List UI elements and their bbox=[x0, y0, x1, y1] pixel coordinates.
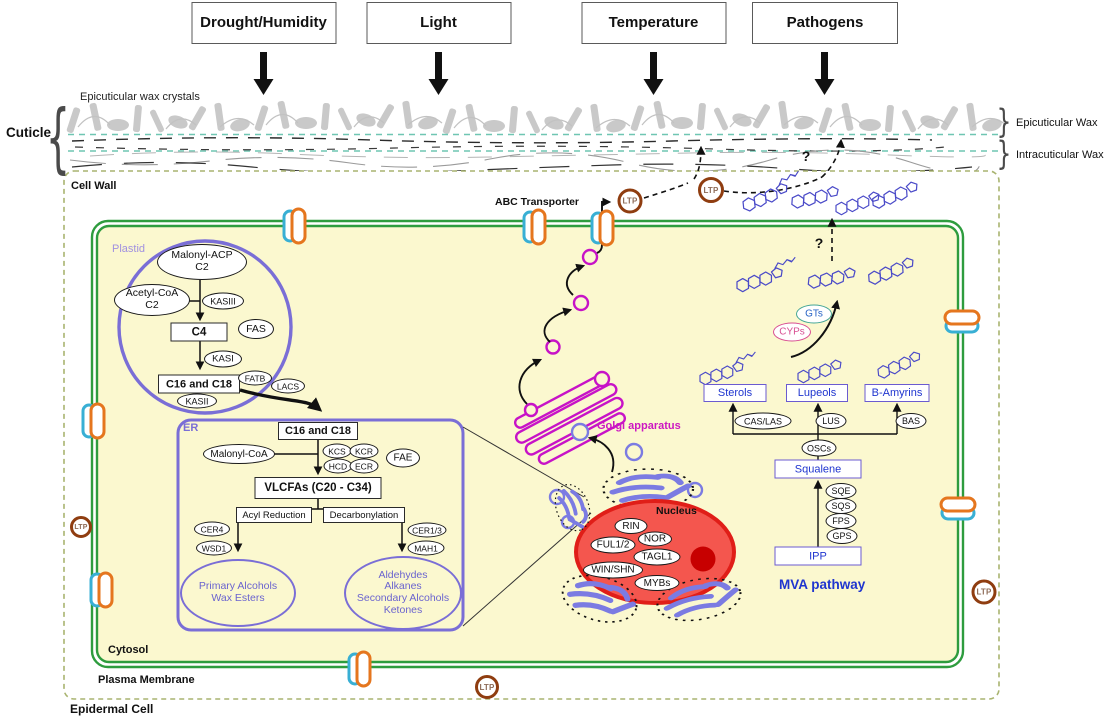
epicuticular-brace: } bbox=[996, 101, 1012, 141]
enzyme-cyps: CYPs bbox=[773, 322, 811, 342]
branch-acyl-reduction: Acyl Reduction bbox=[236, 507, 312, 523]
enzyme-hcd: HCD bbox=[323, 458, 353, 474]
enzyme-kcr: KCR bbox=[349, 443, 379, 459]
enzyme-kasi: KASI bbox=[204, 350, 242, 368]
node-malonyl-coa: Malonyl-CoA bbox=[203, 444, 275, 464]
plastid-arrows bbox=[188, 280, 205, 371]
tf-nor: NOR bbox=[638, 531, 672, 547]
enzyme-fatb: FATB bbox=[238, 370, 272, 386]
node-sterols: Sterols bbox=[703, 384, 767, 402]
cuticle-brace: { bbox=[45, 92, 71, 182]
node-malonyl-acp: Malonyl-ACP C2 bbox=[157, 244, 247, 280]
enzyme-gps: GPS bbox=[826, 528, 858, 544]
ltp-badge: LTP bbox=[617, 188, 643, 214]
mva-pathway-label: MVA pathway bbox=[779, 577, 866, 592]
plastid-to-er-arrow bbox=[239, 388, 323, 412]
cuticle-layer-lines bbox=[68, 133, 999, 175]
enzyme-fas: FAS bbox=[238, 319, 274, 339]
node-acetyl-coa: Acetyl-CoA C2 bbox=[114, 284, 190, 316]
enzyme-ecr: ECR bbox=[349, 458, 379, 474]
products-primary-alcohols: Primary Alcohols Wax Esters bbox=[180, 559, 296, 627]
enzyme-cer4: CER4 bbox=[194, 521, 230, 537]
enzyme-kcs: KCS bbox=[322, 443, 352, 459]
abc-transporter-label: ABC Transporter bbox=[495, 196, 580, 208]
products-alkanes: Aldehydes Alkanes Secondary Alcohols Ket… bbox=[344, 556, 462, 630]
tf-ful1-2: FUL1/2 bbox=[590, 536, 636, 554]
enzyme-bas: BAS bbox=[895, 413, 927, 429]
branch-decarbonylation: Decarbonylation bbox=[323, 507, 405, 523]
cyps-gts-arrow bbox=[790, 299, 840, 358]
enzyme-mah1: MAH1 bbox=[407, 540, 445, 556]
enzyme-kasiii: KASIII bbox=[202, 292, 244, 310]
tf-tagl1: TAGL1 bbox=[633, 548, 681, 566]
node-lupeols: Lupeols bbox=[786, 384, 848, 402]
stressor-temperature: Temperature bbox=[581, 2, 726, 44]
nucleus-label: Nucleus bbox=[656, 505, 697, 517]
cuticle-wax-crystals bbox=[65, 99, 1007, 136]
plastid-outline bbox=[117, 239, 293, 415]
enzyme-sqs: SQS bbox=[825, 498, 857, 514]
tf-rin: RIN bbox=[614, 518, 648, 534]
cell-wall-label: Cell Wall bbox=[71, 180, 117, 192]
ltp-badge: LTP bbox=[475, 675, 499, 699]
vesicle-icons bbox=[523, 248, 704, 530]
node-vlcfas: VLCFAs (C20 - C34) bbox=[254, 477, 382, 499]
plasma-membrane-label: Plasma Membrane bbox=[98, 674, 195, 686]
tf-win-shn: WIN/SHN bbox=[583, 561, 643, 579]
intracuticular-brace: } bbox=[996, 133, 1012, 173]
tf-mybs: MYBs bbox=[634, 575, 680, 591]
vesicle-arrows bbox=[518, 197, 615, 473]
epicuticular-crystals-label: Epicuticular wax crystals bbox=[80, 91, 200, 103]
enzyme-oscs: OSCs bbox=[801, 439, 837, 457]
stressor-arrows bbox=[253, 52, 835, 95]
cytosol-label: Cytosol bbox=[108, 644, 149, 656]
node-c16-c18-plastid: C16 and C18 bbox=[158, 374, 240, 394]
stressor-pathogens: Pathogens bbox=[752, 2, 898, 44]
enzyme-lacs: LACS bbox=[271, 378, 305, 394]
cuticle-label: Cuticle bbox=[6, 125, 52, 140]
node-c4: C4 bbox=[170, 322, 228, 342]
enzyme-fps: FPS bbox=[825, 513, 857, 529]
question-mark-cuticle: ? bbox=[801, 148, 811, 164]
nucleolus bbox=[690, 546, 716, 572]
stressor-light: Light bbox=[366, 2, 511, 44]
node-squalene: Squalene bbox=[774, 459, 862, 479]
node-b-amyrins: B-Amyrins bbox=[864, 384, 930, 402]
dashed-transport-arrows bbox=[643, 138, 845, 261]
enzyme-fae: FAE bbox=[386, 448, 420, 468]
enzyme-lus: LUS bbox=[815, 413, 847, 429]
epicuticular-wax-label: Epicuticular Wax bbox=[1016, 117, 1098, 129]
er-outline bbox=[176, 418, 465, 632]
node-c16-c18-er: C16 and C18 bbox=[278, 422, 358, 440]
plastid-label: Plastid bbox=[112, 243, 146, 255]
intracuticular-wax-label: Intracuticular Wax bbox=[1016, 149, 1104, 161]
epidermal-cell-label: Epidermal Cell bbox=[70, 702, 154, 716]
er-zoom-lines bbox=[462, 426, 592, 627]
ltp-badge: LTP bbox=[971, 579, 997, 605]
enzyme-sqe: SQE bbox=[825, 483, 857, 499]
golgi-label: Golgi apparatus bbox=[597, 420, 681, 432]
er-label: ER bbox=[183, 422, 199, 434]
enzyme-cas-las: CAS/LAS bbox=[734, 412, 792, 430]
enzyme-kasii: KASII bbox=[177, 393, 217, 409]
enzyme-cer1-3: CER1/3 bbox=[407, 522, 447, 538]
enzyme-wsd1: WSD1 bbox=[196, 540, 232, 556]
ltp-badge: LTP bbox=[70, 516, 92, 538]
ltp-badge: LTP bbox=[698, 177, 724, 203]
enzyme-gts: GTs bbox=[796, 304, 832, 324]
stressor-drought-humidity: Drought/Humidity bbox=[191, 2, 336, 44]
question-mark-membrane: ? bbox=[814, 235, 824, 251]
node-ipp: IPP bbox=[774, 546, 862, 566]
